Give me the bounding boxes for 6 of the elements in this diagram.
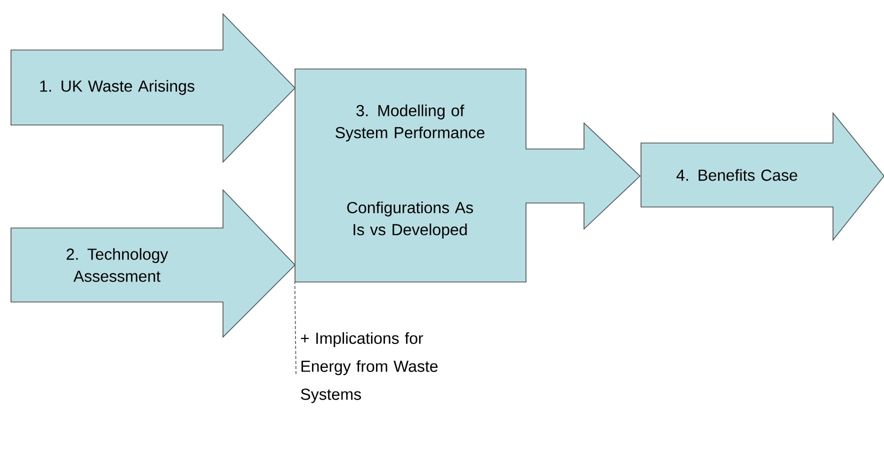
leader-line (294, 282, 296, 374)
arrow-box: 4. Benefits Case (640, 112, 884, 242)
process-box: 3. Modelling of System Performance Configurations As Is vs Developed (294, 68, 641, 282)
note-text: + Implications for Energy from Waste Systems (300, 332, 438, 404)
arrow-box: 1. UK Waste Arisings (10, 13, 296, 163)
arrow-box: 2. Technology Assessment (10, 189, 296, 338)
